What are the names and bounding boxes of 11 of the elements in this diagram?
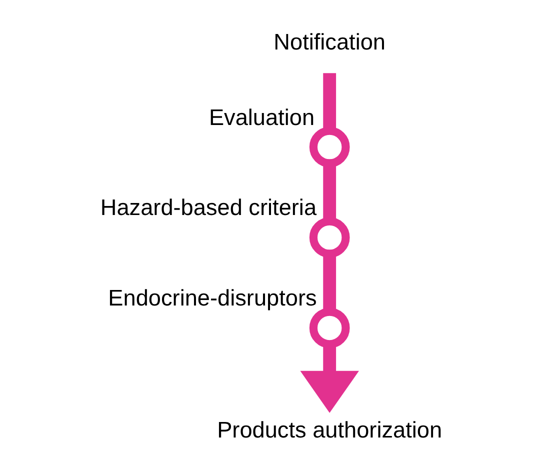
node-circle: [308, 217, 350, 258]
connector: [322, 73, 336, 130]
connector: [322, 254, 336, 312]
node-text: Products authorization: [216, 417, 442, 442]
node-text: Notification: [273, 30, 386, 55]
node-circle: [308, 126, 350, 168]
node-label: Evaluation: [208, 104, 314, 130]
connector: [322, 164, 336, 221]
node-label: Hazard-based criteria: [100, 195, 316, 220]
arrow: [300, 344, 358, 413]
node-label: Endocrine-disruptors: [108, 286, 316, 311]
